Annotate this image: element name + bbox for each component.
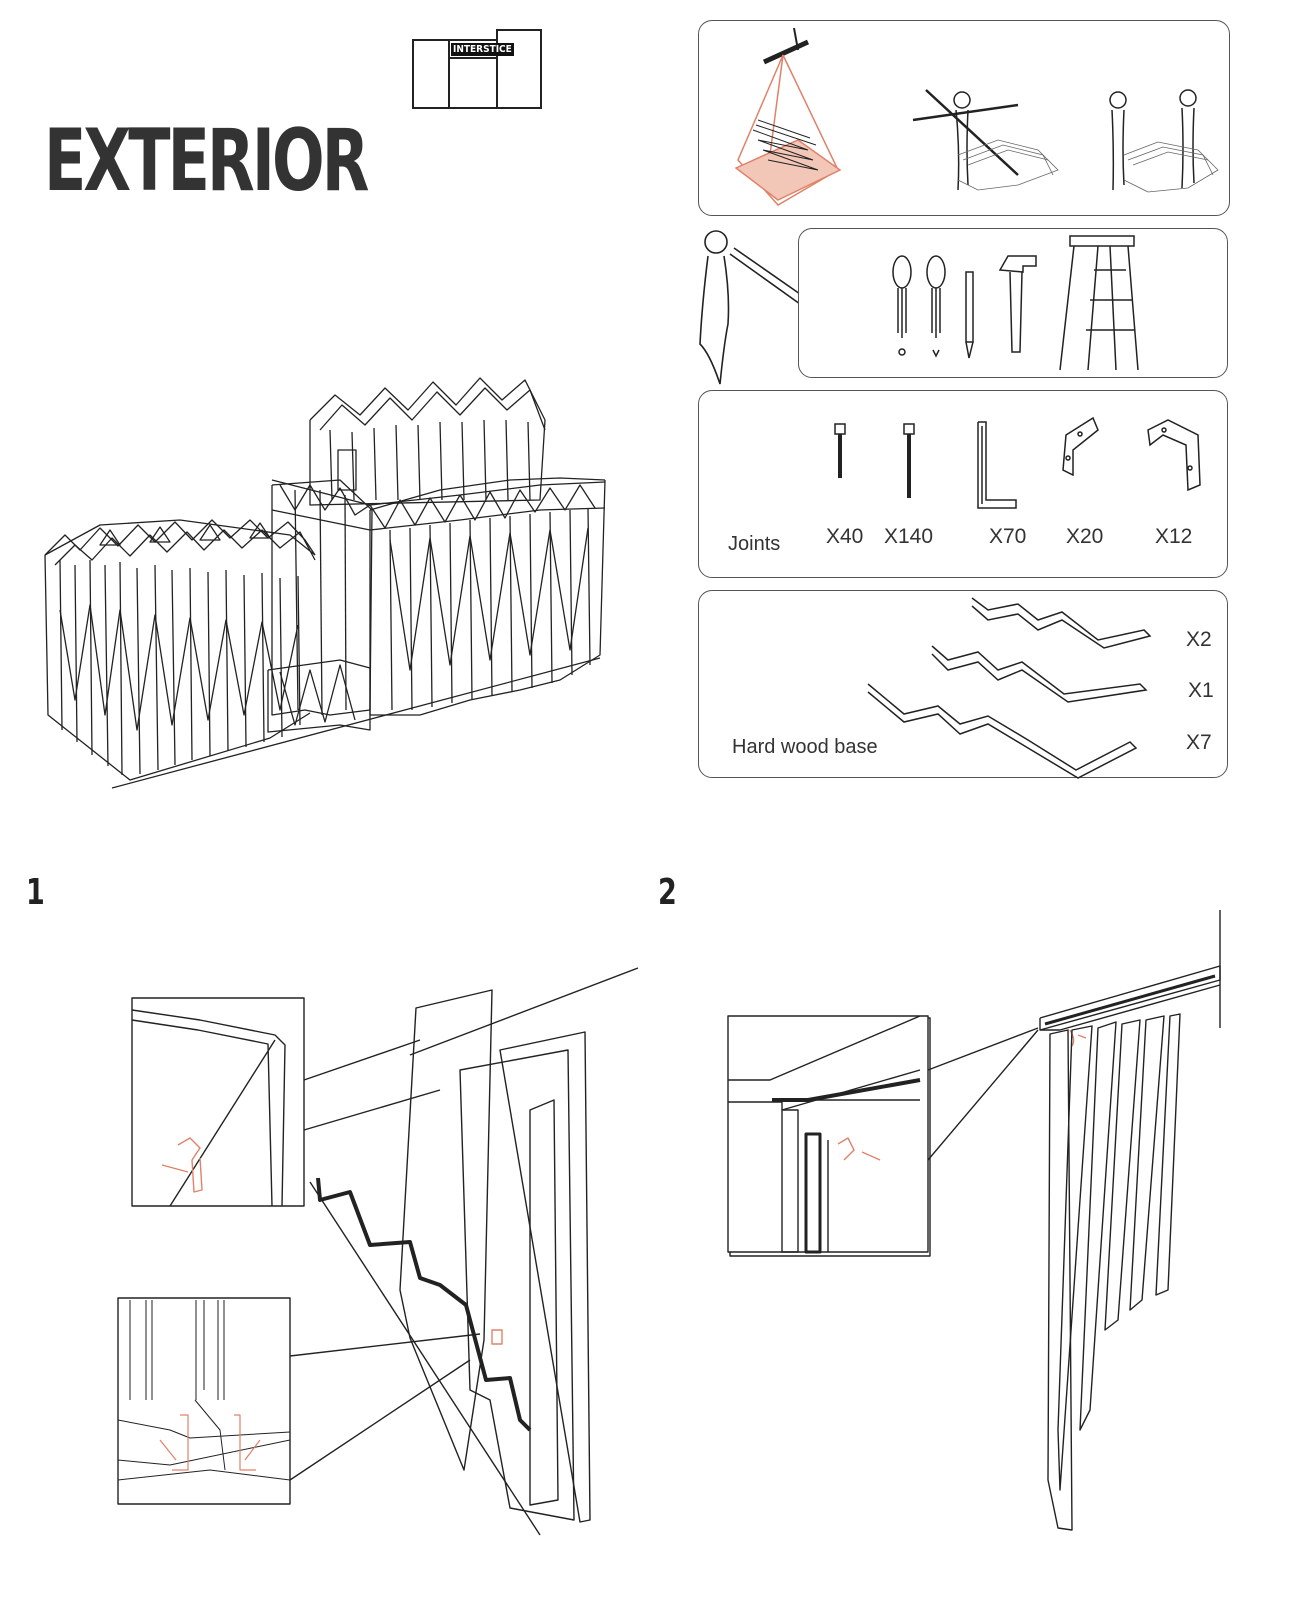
logo-frame xyxy=(412,29,542,109)
base-qty-2: X1 xyxy=(1188,679,1214,702)
short-bolt-icon xyxy=(834,423,846,478)
joint-qty-4: X20 xyxy=(1066,525,1104,548)
base-qty-1: X2 xyxy=(1186,628,1212,651)
screwdriver-2-icon xyxy=(926,255,946,358)
wide-bracket-icon xyxy=(1147,419,1201,492)
base-qty-3: X7 xyxy=(1186,731,1212,754)
interstice-logo: INTERSTICE xyxy=(412,28,544,110)
base-label: Hard wood base xyxy=(732,736,878,758)
joints-label: Joints xyxy=(728,533,781,555)
step-2-number: 2 xyxy=(658,872,677,913)
joints-panel xyxy=(698,390,1228,578)
tools-illustrations xyxy=(892,235,1139,371)
page-title: EXTERIOR xyxy=(44,111,369,211)
two-person-carry-icon xyxy=(1109,89,1219,193)
step-1-number: 1 xyxy=(26,872,45,913)
angle-bracket-icon xyxy=(1062,416,1099,477)
handling-illustrations xyxy=(734,27,1219,206)
joints-illustrations xyxy=(834,416,1201,509)
hammer-icon xyxy=(998,255,1037,353)
l-bracket-icon xyxy=(977,421,1017,509)
single-person-crossed-icon xyxy=(912,89,1059,191)
step-2-roof-frame xyxy=(1039,910,1221,1047)
base-illustrations xyxy=(867,597,1152,779)
building-exterior-drawing xyxy=(44,377,606,789)
joint-qty-1: X40 xyxy=(826,525,864,548)
pencil-icon xyxy=(965,271,974,359)
logo-label: INTERSTICE xyxy=(451,43,514,56)
base-piece-3-icon xyxy=(867,683,1138,779)
step-1-drawing xyxy=(117,967,639,1536)
crane-lift-icon xyxy=(734,27,842,206)
long-bolt-icon xyxy=(903,423,915,498)
joint-qty-3: X70 xyxy=(989,525,1027,548)
step-2-drawing xyxy=(727,1013,1181,1531)
screwdriver-icon xyxy=(892,255,912,356)
joint-qty-2: X140 xyxy=(884,525,934,548)
ladder-icon xyxy=(1059,235,1139,371)
base-piece-1-icon xyxy=(971,597,1152,649)
tools-panel xyxy=(798,228,1228,378)
base-piece-2-icon xyxy=(931,645,1148,703)
instructor-figure xyxy=(699,230,801,385)
joint-qty-5: X12 xyxy=(1155,525,1193,548)
